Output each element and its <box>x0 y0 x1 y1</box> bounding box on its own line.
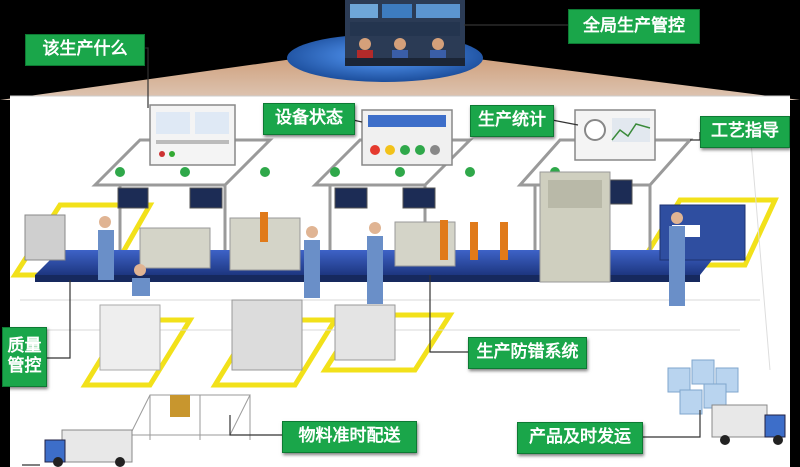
label-equipment-status: 设备状态 <box>263 103 355 135</box>
screen-what-to-produce <box>149 104 236 166</box>
workers <box>98 212 685 306</box>
storage-racks <box>129 394 251 440</box>
label-error-proofing: 生产防错系统 <box>468 337 587 369</box>
screen-production-stats <box>574 109 656 161</box>
material-pallet <box>170 395 190 417</box>
robot-arms <box>260 212 508 260</box>
label-product-shipping: 产品及时发运 <box>517 422 643 454</box>
label-global-control: 全局生产管控 <box>568 9 700 44</box>
label-production-stats: 生产统计 <box>470 105 554 137</box>
label-quality-control-line1: 质量 <box>7 336 42 357</box>
truck-right <box>711 404 786 445</box>
label-quality-control: 质量 管控 <box>2 327 47 387</box>
label-quality-control-line2: 管控 <box>7 356 42 376</box>
monitors <box>117 179 633 209</box>
warehouse-boxes <box>667 359 739 415</box>
material-stacks <box>24 214 396 371</box>
control-room-photo <box>345 0 465 66</box>
label-process-guide: 工艺指导 <box>700 116 790 148</box>
frame-lines <box>749 129 771 371</box>
label-what-to-produce: 该生产什么 <box>25 34 145 66</box>
truck-left <box>44 429 133 467</box>
label-material-delivery: 物料准时配送 <box>282 421 417 453</box>
screen-equipment-status <box>361 109 453 166</box>
